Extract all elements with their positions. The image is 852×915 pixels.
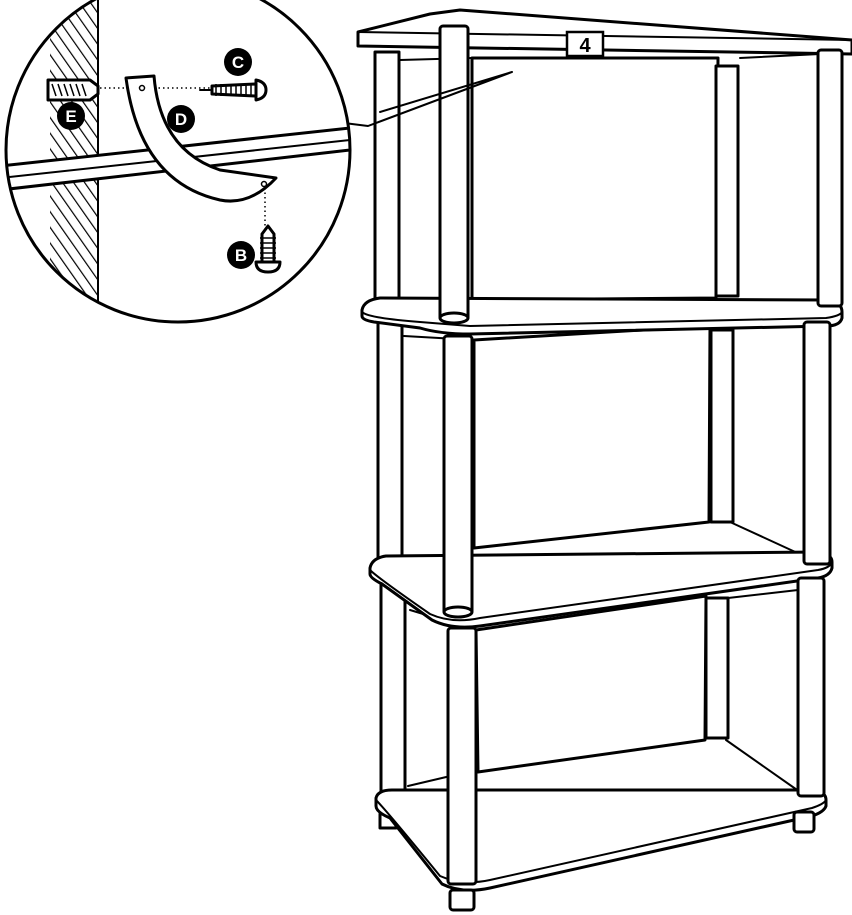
post-back-right-2 — [709, 328, 735, 524]
callout-e: E — [57, 102, 85, 130]
post-front-right-3 — [796, 576, 826, 798]
top-board — [356, 8, 852, 56]
callout-e-label: E — [65, 107, 76, 126]
foot-front-right — [792, 810, 816, 834]
shelf-boards — [356, 8, 852, 892]
shelf-board-3 — [368, 550, 834, 629]
back-panels — [470, 56, 720, 774]
post-front-right-2 — [802, 320, 832, 566]
post-back-left-2 — [376, 320, 404, 560]
back-posts — [373, 50, 740, 830]
wall-anchor — [46, 78, 100, 102]
foot-front-left — [448, 888, 476, 912]
step-number-box: 4 — [565, 30, 605, 58]
back-panel-top — [470, 56, 720, 302]
mounting-screw — [254, 224, 282, 274]
post-front-left-1 — [438, 24, 470, 322]
front-posts — [438, 24, 844, 912]
post-back-right-3 — [704, 596, 730, 740]
wood-screw — [199, 78, 268, 102]
callout-b-label: B — [235, 246, 247, 265]
shelf-board-4 — [374, 788, 828, 892]
post-back-left-1 — [373, 50, 401, 308]
post-back-right-1 — [714, 64, 740, 298]
post-front-left-2 — [442, 334, 474, 616]
back-panel-middle — [472, 324, 712, 550]
shelf-board-2 — [360, 296, 844, 336]
anchor-strap — [124, 74, 278, 203]
magnifier-circle — [4, 0, 352, 324]
callout-d: D — [167, 105, 195, 133]
bookshelf-unit: 4 — [356, 8, 852, 912]
detail-magnifier: C D E B — [4, 0, 513, 324]
post-front-right-1 — [816, 48, 844, 308]
post-front-left-3 — [446, 626, 478, 886]
callout-d-label: D — [175, 110, 187, 129]
magnifier-leader — [335, 71, 513, 127]
callout-c-label: C — [232, 53, 244, 72]
step-number: 4 — [579, 35, 591, 57]
callout-b: B — [227, 241, 255, 269]
callout-c: C — [224, 48, 252, 76]
post-back-left-3 — [379, 578, 407, 802]
